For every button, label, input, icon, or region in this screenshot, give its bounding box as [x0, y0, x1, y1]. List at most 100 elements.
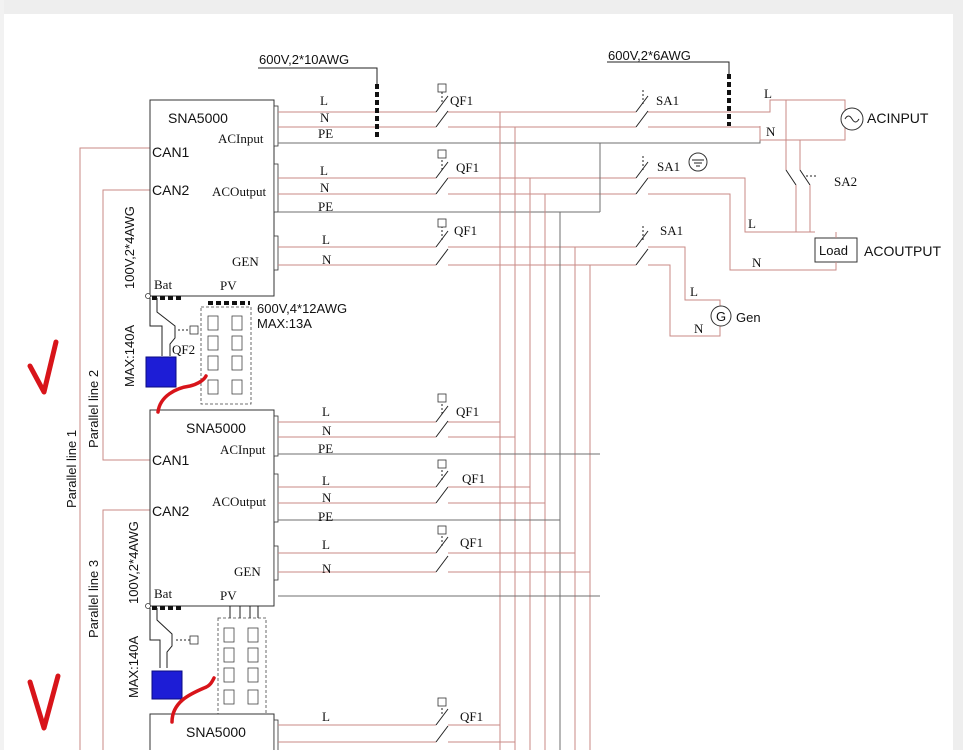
inverter-2-bat-cable-label: 100V,2*4AWG — [126, 521, 141, 604]
inverter-1-battery — [145, 356, 177, 388]
parallel-line-1-wire — [79, 147, 150, 750]
inverter-1-acoutput-pe: PE — [318, 199, 333, 214]
inverter-1-acoutput-wires: L N PE QF1 SA1 — [278, 149, 815, 271]
inverter-1-gen-port: GEN — [232, 254, 259, 269]
parallel-line-1-label: Parallel line 1 — [64, 430, 79, 508]
ac-input-l: L — [764, 86, 772, 101]
inverter-3-acinput-qf1: QF1 — [460, 709, 483, 724]
inverter-1-acinput-wires: L N PE 600V,2*10AWG — [258, 52, 761, 144]
inverter-3: SNA5000 L QF1 — [149, 697, 515, 750]
gen-l: L — [690, 284, 698, 299]
generator-icon — [710, 305, 732, 327]
load-output: L N Load ACOUTPUT — [748, 216, 941, 271]
inverter-1-acoutput-l: L — [320, 163, 328, 178]
grid-sa1-switch: SA1 600V,2*6AWG — [607, 48, 846, 128]
inverter-1-acinput-breaker: QF1 — [435, 83, 636, 128]
load-label: Load — [819, 243, 848, 258]
gen-sa1-label: SA1 — [660, 223, 683, 238]
bypass-sa2-label: SA2 — [834, 174, 857, 189]
inverter-1-acoutput-qf1: QF1 — [456, 160, 479, 175]
parallel-line-2-label: Parallel line 2 — [86, 370, 101, 448]
inverter-1-pv-panels — [207, 315, 243, 395]
checkmark-annotation-1 — [27, 339, 59, 395]
parallel-line-3-label: Parallel line 3 — [86, 560, 101, 638]
parallel-line-3-wire — [102, 509, 150, 750]
inverter-2-bat-max-label: MAX:140A — [126, 636, 141, 698]
checkmark-annotation-2 — [27, 673, 61, 731]
inverter-1-gen-n: N — [322, 252, 332, 267]
inverter-2-can2-port: CAN2 — [152, 503, 190, 519]
parallel-line-2-wire — [102, 189, 150, 461]
inverter-1-acinput-pe: PE — [318, 126, 333, 141]
generator-symbol: G — [716, 309, 726, 324]
grid-cable-label: 600V,2*6AWG — [608, 48, 691, 63]
pv-max-label: MAX:13A — [257, 316, 312, 331]
inverter-1-pv-port: PV — [220, 278, 237, 293]
inverter-2-acinput-pe: PE — [318, 441, 333, 456]
load-l: L — [748, 216, 756, 231]
generator: L N G Gen — [690, 284, 761, 336]
inverter-2-acinput-wires: L N PE QF1 — [278, 393, 600, 456]
inverter-1-dc-section: QF2 600V,4*12AWG MAX:13A — [145, 293, 347, 405]
ground-icon — [688, 152, 708, 172]
inverter-2-box — [149, 409, 275, 607]
inverter-1: SNA5000 ACInput CAN1 CAN2 ACOutput GEN B… — [149, 99, 279, 297]
ac-input-label: ACINPUT — [867, 110, 929, 126]
inverter-1-gen-qf1: QF1 — [454, 223, 477, 238]
inverter-2-bat-port: Bat — [154, 586, 172, 601]
inverter-1-model: SNA5000 — [168, 110, 228, 126]
inverter-2-gen-qf1: QF1 — [460, 535, 483, 550]
inverter-3-acinput-l: L — [322, 709, 330, 724]
inverter-1-pv-array — [200, 306, 252, 405]
red-wire-annotation-2 — [170, 676, 216, 724]
inverter-1-acinput-qf1: QF1 — [450, 93, 473, 108]
inverter-2-gen-port: GEN — [234, 564, 261, 579]
inverter-2-dc-section — [145, 603, 267, 715]
load-n: N — [752, 255, 762, 270]
inverter-2-acoutput-pe: PE — [318, 509, 333, 524]
inverter-3-model: SNA5000 — [186, 724, 246, 740]
ac-output-label: ACOUTPUT — [864, 243, 941, 259]
inverter-1-gen-l: L — [322, 232, 330, 247]
grid-sa1-label: SA1 — [656, 93, 679, 108]
acinput-cable-label: 600V,2*10AWG — [259, 52, 349, 67]
output-sa1-label: SA1 — [657, 159, 680, 174]
inverter-2-gen-l: L — [322, 537, 330, 552]
inverter-2-acinput-port: ACInput — [220, 442, 266, 457]
inverter-1-acoutput-port: ACOutput — [212, 184, 267, 199]
inverter-2-pv-port: PV — [220, 588, 237, 603]
inverter-1-bat-port: Bat — [154, 277, 172, 292]
gen-n: N — [694, 321, 704, 336]
page-top-edge — [0, 0, 963, 14]
inverter-1-bat-cable-label: 100V,2*4AWG — [122, 206, 137, 289]
inverter-2-acinput-n: N — [322, 423, 332, 438]
pv-cable-label: 600V,4*12AWG — [257, 301, 347, 316]
inverter-1-can1-port: CAN1 — [152, 144, 190, 160]
ac-input-source: L N ACINPUT — [759, 86, 929, 141]
page-right-edge — [953, 0, 963, 750]
inverter-1-box — [149, 99, 275, 297]
inverter-1-acinput-port: ACInput — [218, 131, 264, 146]
inverter-2-model: SNA5000 — [186, 420, 246, 436]
inverter-2-battery — [151, 670, 183, 700]
inverter-2-acinput-qf1: QF1 — [456, 404, 479, 419]
inverter-2-gen-n: N — [322, 561, 332, 576]
inverter-1-can2-port: CAN2 — [152, 182, 190, 198]
inverter-1-acinput-n: N — [320, 110, 330, 125]
generator-label: Gen — [736, 310, 761, 325]
inverter-2-acoutput-l: L — [322, 473, 330, 488]
inverter-2: SNA5000 ACInput CAN1 CAN2 ACOutput GEN B… — [149, 409, 279, 607]
inverter-1-acinput-l: L — [320, 93, 328, 108]
load-box — [814, 237, 858, 263]
inverter-2-gen-wires: L N QF1 — [278, 525, 600, 597]
page-left-edge — [0, 0, 4, 750]
inverter-2-acoutput-qf1: QF1 — [462, 471, 485, 486]
red-wire-annotation-1 — [156, 374, 208, 414]
inverter-1-qf2: QF2 — [172, 342, 195, 357]
inverter-1-acoutput-n: N — [320, 180, 330, 195]
inverter-2-acoutput-n: N — [322, 490, 332, 505]
inverter-2-pv-panels — [223, 627, 259, 705]
inverter-2-acoutput-port: ACOutput — [212, 494, 267, 509]
bypass-sa2-switch: SA2 — [785, 100, 857, 232]
